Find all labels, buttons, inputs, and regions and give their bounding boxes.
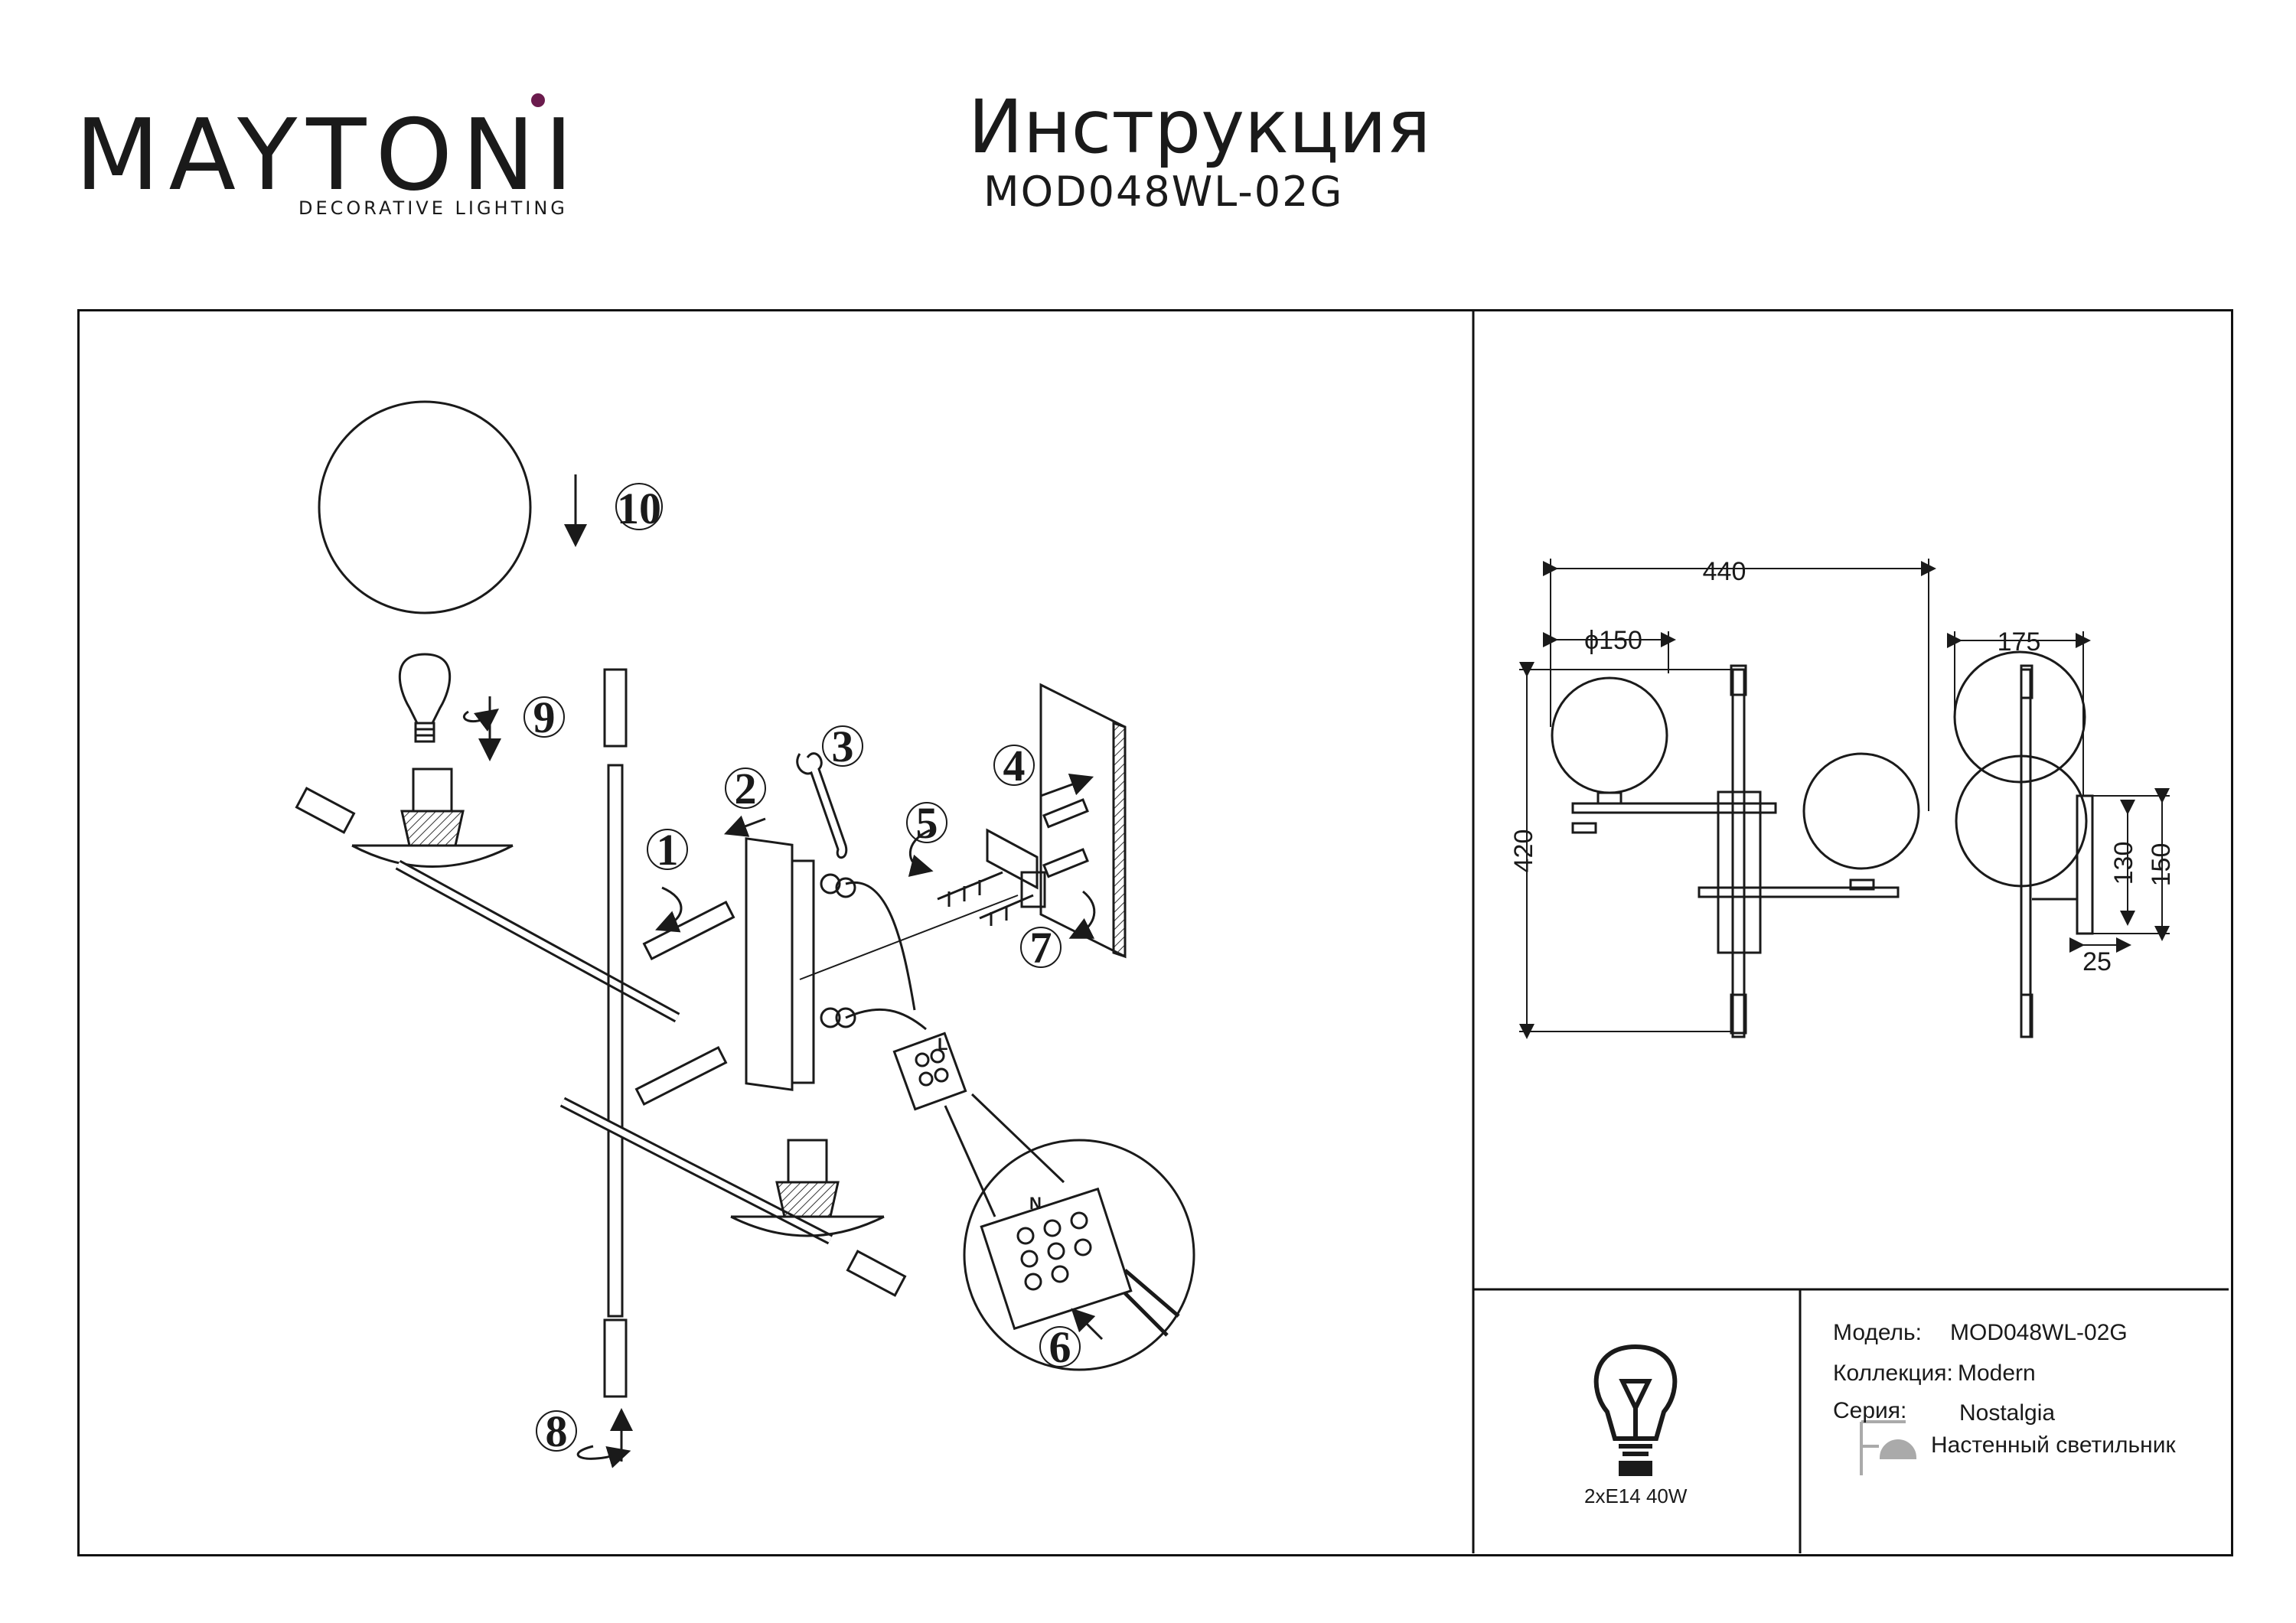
step-8: 8 bbox=[536, 1406, 577, 1456]
step-9: 9 bbox=[523, 693, 565, 742]
svg-text:4: 4 bbox=[1003, 741, 1026, 790]
upper-end-cap bbox=[295, 787, 356, 834]
assembly-drawing bbox=[295, 400, 1195, 1468]
terminal-l-label: L bbox=[938, 1035, 947, 1054]
terminal-labels: N L bbox=[938, 1035, 1042, 1213]
instruction-frame bbox=[77, 309, 2233, 1556]
brand-dot-icon bbox=[531, 93, 545, 107]
terminal-block bbox=[892, 1031, 967, 1111]
svg-text:7: 7 bbox=[1030, 923, 1052, 973]
page-title: Инструкция bbox=[968, 84, 1431, 170]
step-10: 10 bbox=[615, 483, 663, 533]
step-5: 5 bbox=[906, 798, 947, 848]
lower-end-cap bbox=[846, 1250, 907, 1297]
upper-socket bbox=[412, 768, 453, 813]
dim-depth: 175 bbox=[1998, 627, 2041, 657]
svg-text:3: 3 bbox=[832, 722, 854, 771]
step-6: 6 bbox=[1039, 1322, 1081, 1372]
svg-text:1: 1 bbox=[657, 825, 679, 875]
brand-logo-m: M bbox=[75, 99, 169, 213]
collection-label: Коллекция: bbox=[1833, 1361, 1953, 1386]
series-label: Серия: bbox=[1833, 1398, 1907, 1423]
panel-dividers bbox=[1472, 309, 2229, 1553]
brand-logo-rest: AYTONI bbox=[168, 99, 582, 213]
series-value: Nostalgia bbox=[1959, 1400, 2056, 1426]
mounting-plate bbox=[745, 837, 794, 1091]
dimension-front-view bbox=[1551, 664, 1920, 1038]
svg-text:2: 2 bbox=[735, 764, 757, 813]
svg-text:9: 9 bbox=[533, 693, 556, 742]
step-3: 3 bbox=[822, 722, 863, 771]
wrench-icon bbox=[796, 752, 848, 859]
dim-plate-25: 25 bbox=[2082, 947, 2112, 976]
svg-text:5: 5 bbox=[916, 798, 938, 848]
dim-plate-150: 150 bbox=[2147, 843, 2176, 887]
brand-logo: MAYTONI bbox=[75, 107, 582, 205]
dim-plate-130: 130 bbox=[2109, 842, 2138, 885]
collection-value: Modern bbox=[1958, 1361, 2036, 1386]
dim-width: 440 bbox=[1703, 557, 1746, 586]
terminal-zoom bbox=[963, 1139, 1195, 1371]
model-value: MOD048WL-02G bbox=[1950, 1320, 2128, 1345]
dimension-values: 440 ϕ150 420 175 130 150 25 bbox=[1509, 557, 2176, 976]
svg-text:8: 8 bbox=[546, 1406, 568, 1456]
dimension-lines bbox=[1519, 559, 2170, 1039]
step-labels: 1 2 3 4 5 6 7 8 9 10 bbox=[523, 483, 1081, 1456]
lower-socket bbox=[787, 1139, 828, 1184]
svg-text:6: 6 bbox=[1049, 1322, 1071, 1372]
step-4: 4 bbox=[993, 741, 1035, 790]
model-heading: MOD048WL-02G bbox=[983, 168, 1344, 216]
terminal-n-label: N bbox=[1029, 1194, 1042, 1213]
step-7: 7 bbox=[1020, 923, 1062, 973]
brand-subtitle: DECORATIVE LIGHTING bbox=[298, 197, 568, 219]
type-value: Настенный светильник bbox=[1931, 1432, 2176, 1458]
dim-diameter: ϕ150 bbox=[1584, 626, 1642, 655]
model-label: Модель: bbox=[1833, 1320, 1923, 1345]
step-1: 1 bbox=[647, 825, 688, 875]
step-2: 2 bbox=[725, 764, 766, 813]
mounting-bracket bbox=[986, 828, 1039, 890]
vertical-rod bbox=[607, 764, 624, 1318]
bulb-icon bbox=[398, 653, 452, 743]
lamp-type-icon bbox=[1593, 1344, 1678, 1476]
svg-text:10: 10 bbox=[617, 484, 661, 533]
lamp-spec: 2xE14 40W bbox=[1584, 1484, 1688, 1507]
dim-height: 420 bbox=[1509, 829, 1538, 873]
glass-shade bbox=[318, 400, 532, 614]
wall-sconce-icon bbox=[1860, 1420, 1917, 1475]
